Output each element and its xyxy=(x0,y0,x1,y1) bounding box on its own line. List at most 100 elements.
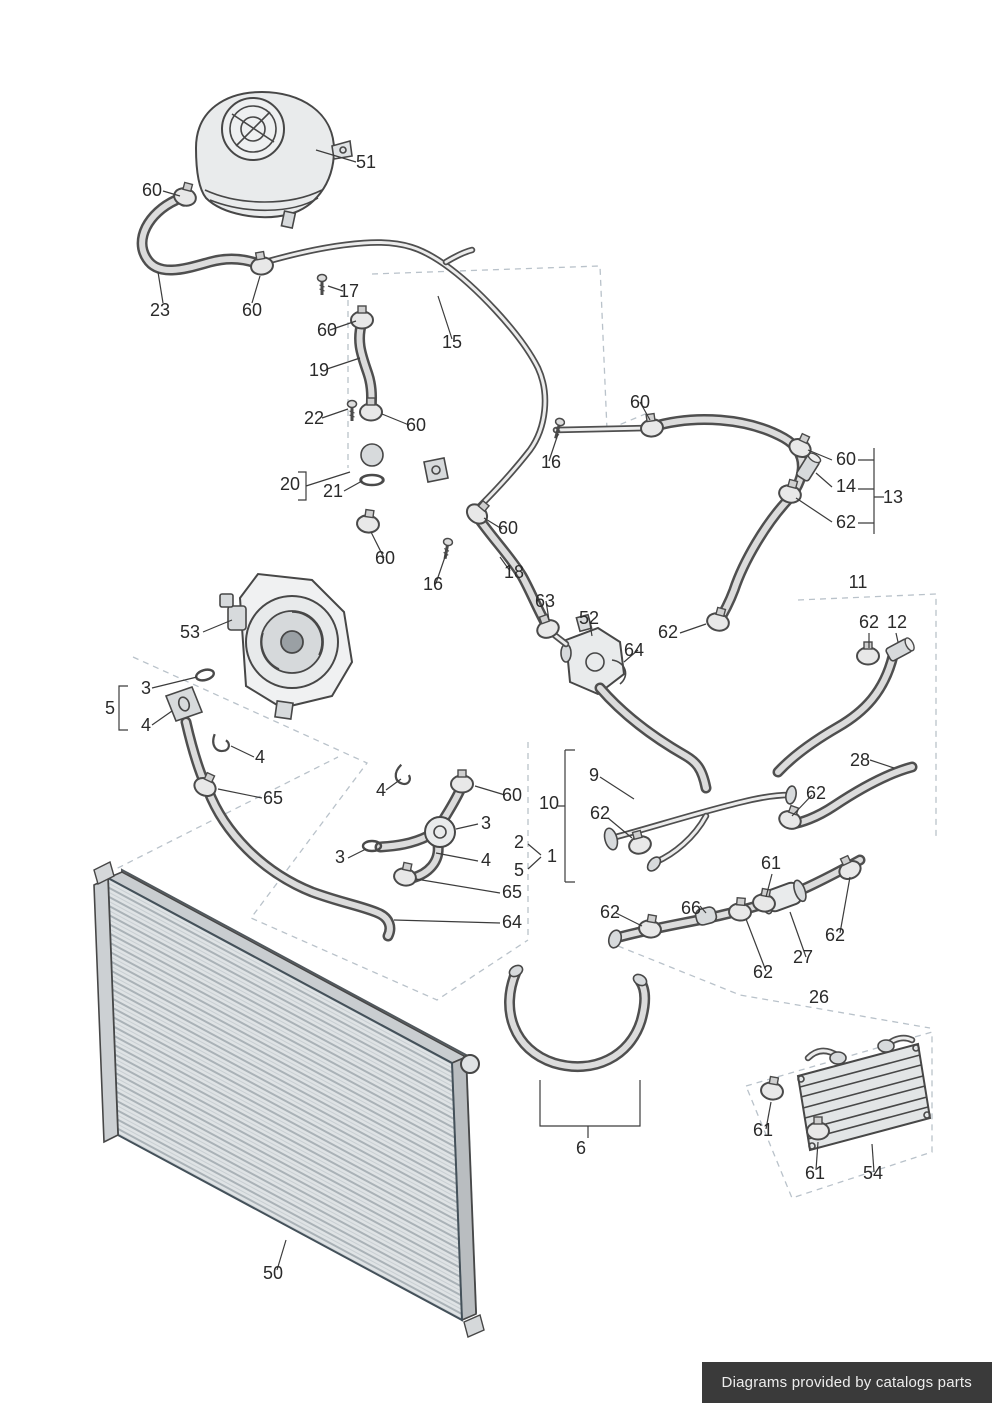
clamp-62-icon xyxy=(727,896,754,923)
part-label-50: 50 xyxy=(263,1263,283,1283)
clamp-60-icon xyxy=(462,495,496,529)
part-label-65: 65 xyxy=(263,788,283,808)
hose-23 xyxy=(136,194,262,276)
clamp-60-icon xyxy=(638,411,666,439)
fittings xyxy=(164,443,915,926)
part-label-60: 60 xyxy=(375,548,395,568)
radiator xyxy=(93,860,485,1338)
part-label-60: 60 xyxy=(142,180,162,200)
radiator-filler-neck xyxy=(460,1054,480,1074)
part-label-60: 60 xyxy=(836,449,856,469)
valve-3 xyxy=(424,816,456,848)
part-label-9: 9 xyxy=(589,765,599,785)
part-label-2: 2 xyxy=(514,832,524,852)
part-label-62: 62 xyxy=(806,783,826,803)
part-label-62: 62 xyxy=(658,622,678,642)
group-brackets xyxy=(118,448,884,1138)
part-label-6: 6 xyxy=(576,1138,586,1158)
part-label-64: 64 xyxy=(502,912,522,932)
part-label-21: 21 xyxy=(323,481,343,501)
pipe-15 xyxy=(258,239,549,510)
part-label-12: 12 xyxy=(887,612,907,632)
part-label-62: 62 xyxy=(825,925,845,945)
part-label-4: 4 xyxy=(376,780,386,800)
oil-cooler xyxy=(796,1034,932,1152)
part-label-4: 4 xyxy=(255,747,265,767)
part-label-22: 22 xyxy=(304,408,324,428)
part-label-62: 62 xyxy=(859,612,879,632)
part-label-61: 61 xyxy=(761,853,781,873)
part-label-15: 15 xyxy=(442,332,462,352)
part-label-17: 17 xyxy=(339,281,359,301)
part-label-14: 14 xyxy=(836,476,856,496)
expansion-tank xyxy=(177,90,353,230)
wire-clip-4 xyxy=(210,730,231,754)
screw-22-icon xyxy=(346,399,358,423)
part-label-4: 4 xyxy=(481,850,491,870)
part-label-3: 3 xyxy=(335,847,345,867)
hose-64 xyxy=(180,716,396,942)
part-labels: 51 60 23 60 17 60 19 15 22 60 20 21 16 6… xyxy=(105,152,907,1283)
fitting-14 xyxy=(796,452,822,482)
hose-6 xyxy=(504,964,651,1073)
part-label-4: 4 xyxy=(141,715,151,735)
part-label-60: 60 xyxy=(317,320,337,340)
part-label-65: 65 xyxy=(502,882,522,902)
footer-credit: Diagrams provided by catalogs parts xyxy=(701,1362,992,1403)
part-label-1: 1 xyxy=(547,846,557,866)
part-label-60: 60 xyxy=(242,300,262,320)
part-label-54: 54 xyxy=(863,1163,883,1183)
construction-lines xyxy=(97,265,937,1199)
hose-26 xyxy=(607,854,866,949)
part-label-60: 60 xyxy=(502,785,522,805)
part-label-63: 63 xyxy=(535,591,555,611)
fitting-12 xyxy=(885,637,915,662)
part-label-3: 3 xyxy=(481,813,491,833)
water-pump xyxy=(219,572,354,720)
part-label-62: 62 xyxy=(753,962,773,982)
part-label-51: 51 xyxy=(356,152,376,172)
screw-16-icon xyxy=(439,536,455,562)
clamp-62-icon xyxy=(856,641,880,666)
clamp-60-icon xyxy=(354,507,382,535)
part-label-60: 60 xyxy=(498,518,518,538)
screw-17-icon xyxy=(316,273,328,297)
clamp-61-icon xyxy=(758,1074,787,1103)
hose-holder-64 xyxy=(611,659,627,685)
part-label-20: 20 xyxy=(280,474,300,494)
pump-sensor xyxy=(227,605,247,631)
hose-28 xyxy=(786,761,918,830)
flange-21 xyxy=(359,443,385,487)
part-label-62: 62 xyxy=(590,803,610,823)
part-label-52: 52 xyxy=(579,608,599,628)
part-label-62: 62 xyxy=(836,512,856,532)
part-label-5: 5 xyxy=(105,698,115,718)
hose-thermostat-to-pipe xyxy=(594,682,712,794)
hose-19 xyxy=(354,316,378,414)
connector-4-5 xyxy=(164,685,204,723)
part-label-26: 26 xyxy=(809,987,829,1007)
part-label-28: 28 xyxy=(850,750,870,770)
leader-lines xyxy=(151,149,899,1271)
valve-66 xyxy=(694,906,718,926)
part-label-10: 10 xyxy=(539,793,559,813)
part-label-66: 66 xyxy=(681,898,701,918)
part-label-13: 13 xyxy=(883,487,903,507)
o-ring-3 xyxy=(193,666,217,684)
part-label-5: 5 xyxy=(514,860,524,880)
part-label-27: 27 xyxy=(793,947,813,967)
hose-13 xyxy=(646,414,808,630)
clamp-60-icon xyxy=(450,769,474,794)
clamp-65-icon xyxy=(391,860,420,889)
part-label-60: 60 xyxy=(630,392,650,412)
part-label-61: 61 xyxy=(805,1163,825,1183)
clamp-60-icon xyxy=(350,305,374,330)
part-label-60: 60 xyxy=(406,415,426,435)
hose-11 xyxy=(772,650,899,778)
clamp-60-icon xyxy=(247,249,276,278)
part-label-23: 23 xyxy=(150,300,170,320)
clamp-60-icon xyxy=(359,397,383,422)
hose-18 xyxy=(471,510,552,630)
